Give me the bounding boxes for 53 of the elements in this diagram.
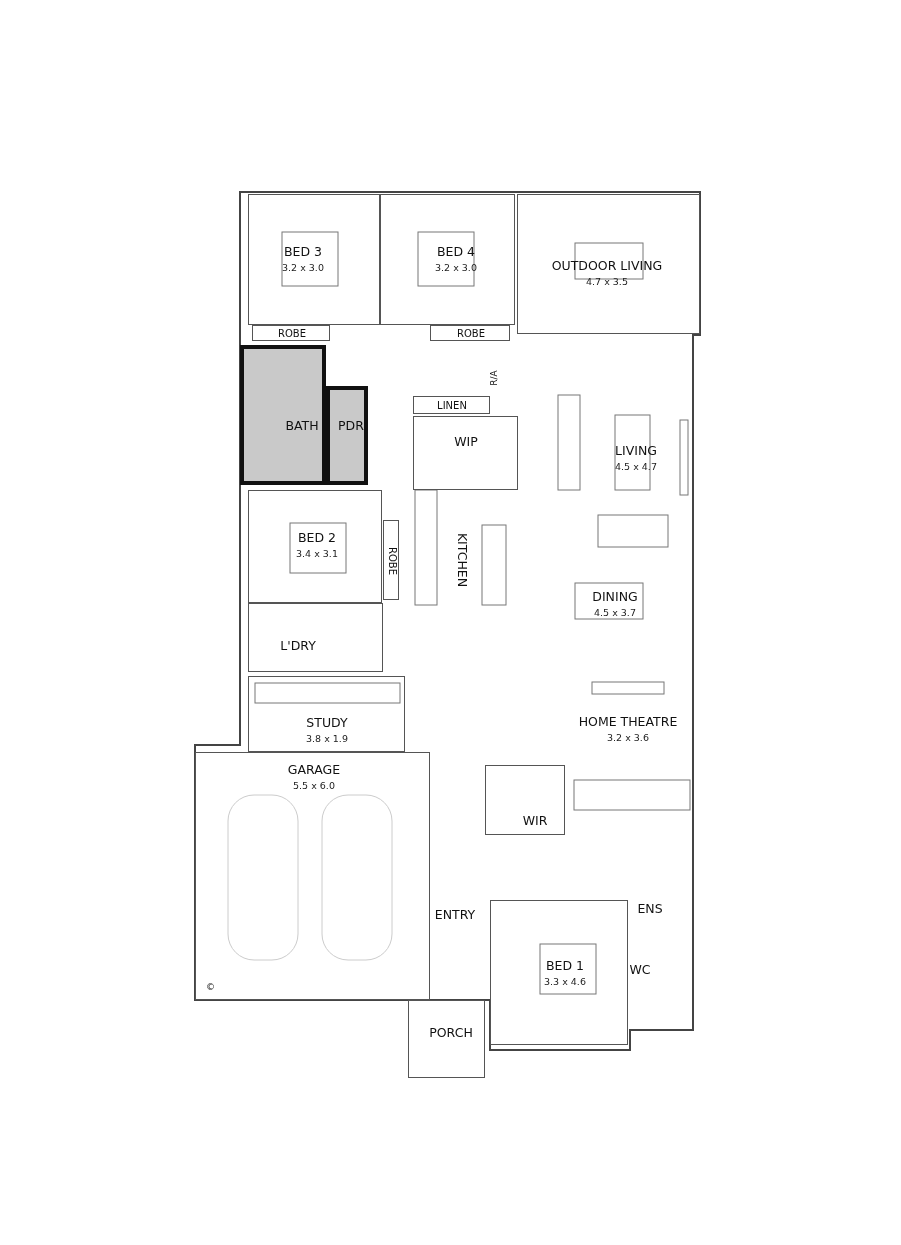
wall-note: R/A: [488, 370, 499, 386]
room-name: ROBE: [457, 328, 485, 340]
room-name: STUDY: [306, 715, 348, 731]
room-name: ENS: [637, 901, 663, 917]
room-name: WIR: [522, 813, 548, 829]
room-name: DINING: [592, 589, 638, 605]
room-name: ENTRY: [434, 907, 476, 923]
copyright-mark: ©: [206, 982, 215, 992]
room-outline: [408, 1000, 485, 1078]
room-outline: [248, 676, 405, 752]
room-dimensions: 3.2 x 3.6: [607, 732, 649, 744]
room-outline: [490, 900, 628, 1045]
room-outline: [248, 603, 383, 672]
room-dimensions: 4.7 x 3.5: [586, 276, 628, 288]
room-name: ROBE: [278, 328, 306, 340]
room-dimensions: 4.5 x 3.7: [594, 607, 636, 619]
room-outline: [380, 194, 515, 325]
room-name: ROBE: [386, 547, 398, 575]
room-name: LIVING: [615, 443, 657, 459]
room-dimensions: 3.3 x 4.6: [544, 976, 586, 988]
room-outline: [248, 194, 380, 325]
room-outline: [195, 752, 430, 1000]
room-outline: [383, 520, 399, 600]
room-name: LINEN: [437, 400, 467, 412]
room-name: BED 3: [284, 244, 322, 260]
room-dimensions: 3.4 x 3.1: [296, 548, 338, 560]
room-name: PORCH: [429, 1025, 473, 1041]
room-name: KITCHEN: [454, 532, 470, 588]
room-dimensions: 3.2 x 3.0: [282, 262, 324, 274]
room-name: HOME THEATRE: [578, 714, 678, 730]
room-name: BED 4: [437, 244, 475, 260]
room-outline: [248, 490, 382, 603]
room-outline: [485, 765, 565, 835]
wet-room-area: [240, 345, 326, 485]
room-name: GARAGE: [287, 762, 341, 778]
room-name: L'DRY: [280, 638, 316, 654]
room-dimensions: 5.5 x 6.0: [293, 780, 335, 792]
room-outline: [430, 325, 510, 341]
room-outline: [252, 325, 330, 341]
room-name: WC: [629, 962, 651, 978]
wet-room-area: [326, 386, 368, 485]
room-name: PDR: [338, 418, 364, 434]
room-name: WIP: [454, 434, 478, 450]
room-outline: [413, 416, 518, 490]
room-dimensions: 3.2 x 3.0: [435, 262, 477, 274]
room-name: BED 1: [546, 958, 584, 974]
room-name: BED 2: [298, 530, 336, 546]
room-name: OUTDOOR LIVING: [551, 258, 663, 274]
room-outline: [413, 396, 490, 414]
room-dimensions: 4.5 x 4.7: [615, 461, 657, 473]
room-name: BATH: [285, 418, 319, 434]
room-outline: [517, 194, 700, 334]
room-dimensions: 3.8 x 1.9: [306, 733, 348, 745]
